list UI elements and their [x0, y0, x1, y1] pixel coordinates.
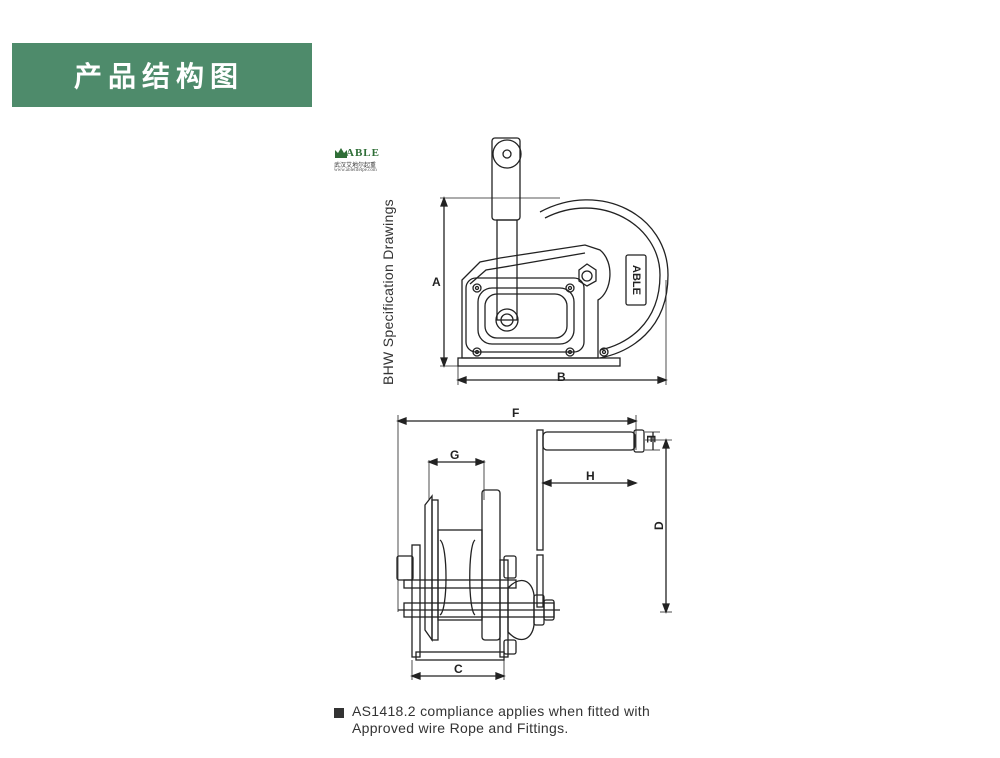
brake-hub [495, 308, 519, 332]
bullet-square-icon [334, 708, 344, 718]
drum-label-text: ABLE [630, 265, 642, 295]
dim-label-a: A [432, 275, 441, 289]
crank-handle-grip [542, 431, 636, 451]
brand-logo: ABLE 武汉艾地尔起重 www.ablelifetpe.com [334, 147, 394, 175]
dim-label-d: D [652, 521, 666, 530]
dim-label-b: B [557, 370, 566, 384]
note-line-2: Approved wire Rope and Fittings. [352, 720, 569, 736]
logo-url: www.ablelifetpe.com [334, 168, 377, 173]
drum-flange-left [424, 494, 433, 643]
base-plate [457, 357, 621, 367]
section-header: 产品结构图 [12, 43, 312, 107]
compliance-note: AS1418.2 compliance applies when fitted … [334, 703, 754, 737]
note-line-1: AS1418.2 compliance applies when fitted … [352, 703, 651, 719]
logo-brand-text: ABLE [346, 147, 380, 159]
dim-label-g: G [450, 448, 459, 462]
logo-company-name: 武汉艾地尔起重 [334, 162, 377, 169]
housing [461, 244, 611, 359]
drum-label-box [625, 254, 647, 306]
section-title: 产品结构图 [74, 60, 245, 93]
dim-label-c: C [454, 662, 463, 676]
crown-icon [335, 148, 347, 158]
drum-core [437, 529, 483, 621]
hex-nut [578, 263, 597, 287]
brake-housing [507, 579, 535, 641]
crank-pivot [492, 139, 522, 169]
dim-label-e: E [644, 435, 658, 443]
drum-outline [539, 199, 669, 359]
compliance-note-text: AS1418.2 compliance applies when fitted … [352, 703, 650, 737]
top-bolt [396, 555, 414, 581]
dim-label-h: H [586, 469, 595, 483]
dim-label-f: F [512, 406, 519, 420]
